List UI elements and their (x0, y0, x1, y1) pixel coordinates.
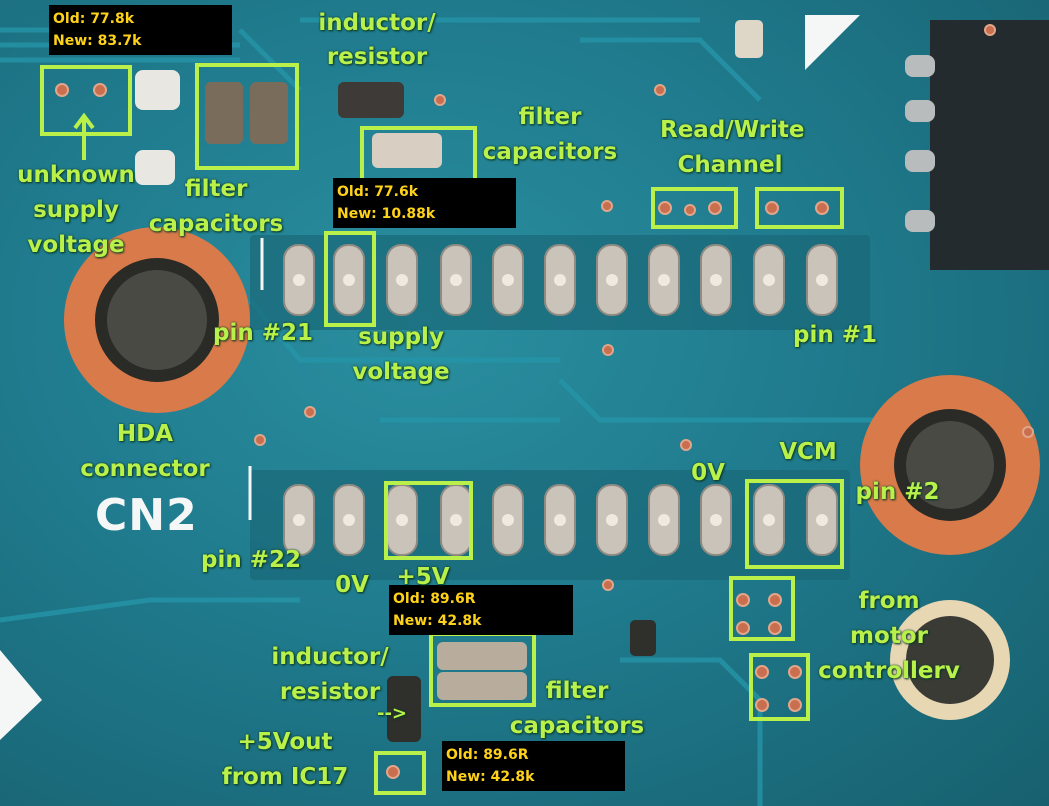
old-value: Old: 89.6R (446, 747, 529, 763)
new-value: New: 10.88k (337, 206, 436, 222)
arrow-up-icon (73, 112, 95, 160)
measurement-box-1: Old: 77.8k New: 83.7k (49, 5, 232, 55)
new-value: New: 83.7k (53, 33, 142, 49)
arrow-text: --> (376, 703, 408, 724)
pin22-label: pin #22 (200, 547, 301, 573)
old-value: Old: 77.8k (53, 11, 135, 27)
cn2-silkscreen: CN2 (95, 490, 198, 541)
ic-chip-drawing (905, 20, 1049, 270)
zero-v-label-left: 0V (335, 572, 369, 598)
pin21-label: pin #21 (212, 320, 313, 346)
plus-5v-label: +5V (396, 564, 450, 590)
measurement-box-2: Old: 77.6k New: 10.88k (333, 178, 516, 228)
pin1-label: pin #1 (792, 322, 877, 348)
measurement-box-4: Old: 89.6R New: 42.8k (442, 741, 625, 791)
old-value: Old: 89.6R (393, 591, 476, 607)
inductor-resistor-label-bottom: inductor/resistor (271, 644, 389, 705)
new-value: New: 42.8k (446, 769, 535, 785)
inductor-resistor-label-top: inductor/resistor (318, 10, 436, 70)
mounting-hole-right (860, 375, 1040, 555)
pin2-label: pin #2 (855, 479, 940, 505)
zero-v-label-right: 0V (691, 460, 725, 486)
old-value: Old: 77.6k (337, 184, 419, 200)
mounting-hole-bottom (890, 600, 1010, 720)
new-value: New: 42.8k (393, 613, 482, 629)
vcm-label: VCM (779, 439, 837, 465)
mounting-hole-left (64, 227, 250, 413)
measurement-box-3: Old: 89.6R New: 42.8k (389, 585, 573, 635)
